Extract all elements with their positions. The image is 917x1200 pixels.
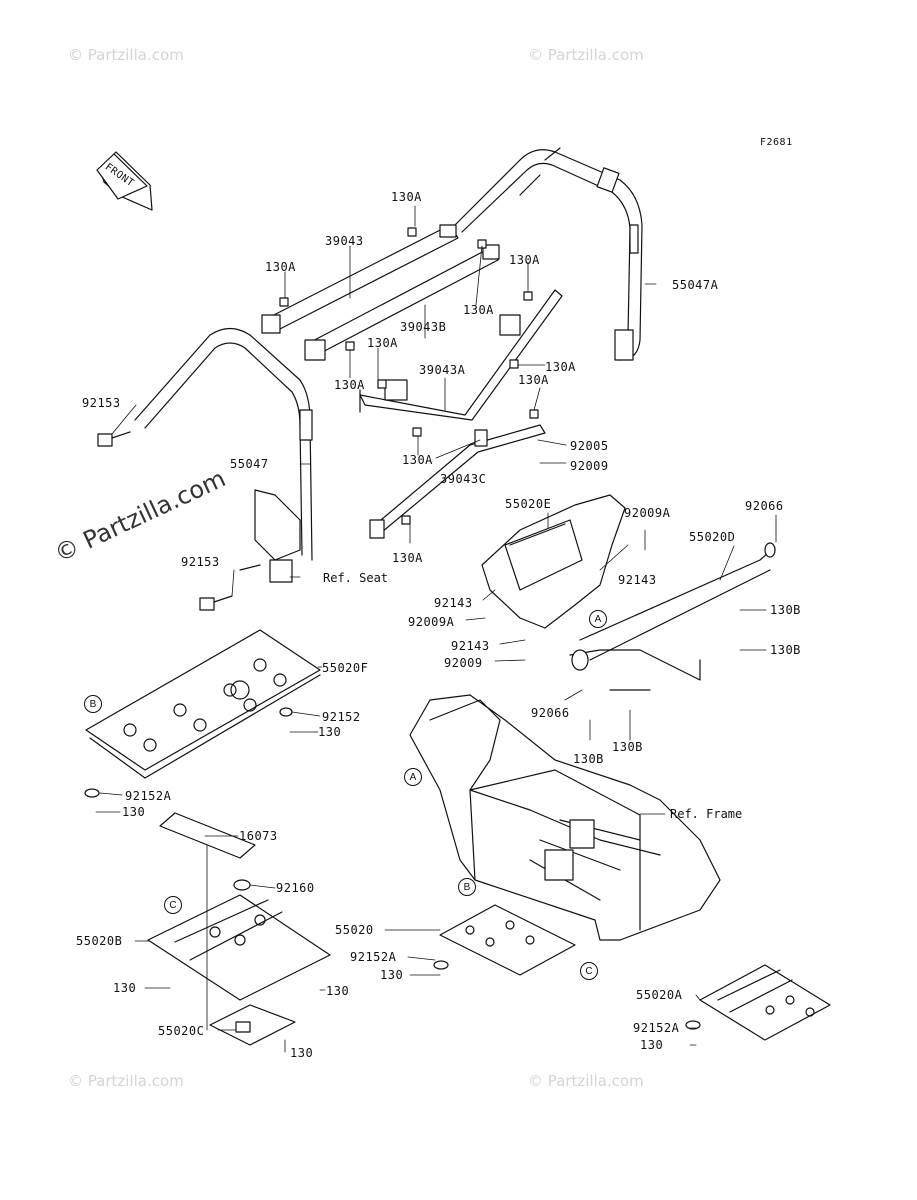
part-label: 130 [326,984,350,998]
rollbar-rear-55047A [454,147,643,361]
part-label: 92009 [570,459,609,473]
ref-frame-label: Ref. Frame [670,807,743,821]
watermark-bottom-right: © Partzilla.com [528,1072,644,1090]
washers [84,707,701,1030]
part-label: 16073 [239,829,278,843]
front-arrow-icon [96,151,153,211]
part-label: 130B [770,643,801,657]
part-label: 130A [391,190,422,204]
part-label: 92143 [451,639,490,653]
part-label: 130 [318,725,342,739]
plate-55020A [699,964,831,1041]
part-label: 130A [518,373,549,387]
seat-cover-55020E [481,494,626,629]
part-label: 92009A [624,506,671,520]
part-label: 39043A [419,363,466,377]
part-label: 55020 [335,923,374,937]
part-label: 92160 [276,881,315,895]
part-label: 130 [380,968,404,982]
strip-16073 [159,812,256,859]
callout-c: C [164,896,182,914]
part-label: 92005 [570,439,609,453]
part-label: 55020B [76,934,123,948]
part-label: 92152A [633,1021,680,1035]
part-label: 130A [545,360,576,374]
brace-39043A [359,289,563,421]
part-label: 92066 [531,706,570,720]
part-label: 92143 [618,573,657,587]
rollbar-front-55047 [134,327,313,583]
part-label: 130A [402,453,433,467]
part-label: 55020E [505,497,552,511]
part-label: 55047A [672,278,719,292]
part-label: 55020C [158,1024,205,1038]
skid-plate-55020F [85,629,321,779]
part-label: 130B [612,740,643,754]
callout-b: B [84,695,102,713]
part-label: 130A [509,253,540,267]
figure-code: F2681 [760,137,793,148]
plate-55020B [147,894,331,1001]
plate-55020 [439,904,576,976]
plate-55020C [209,1004,296,1046]
part-label: 92153 [82,396,121,410]
callout-c: C [580,962,598,980]
part-label: 130 [113,981,137,995]
part-label: 130A [392,551,423,565]
part-label: 55047 [230,457,269,471]
part-label: 130 [290,1046,314,1060]
part-label: 55020F [322,661,369,675]
bar-55020D [569,542,776,691]
part-label: 92143 [434,596,473,610]
main-frame [409,694,721,941]
part-label: 92153 [181,555,220,569]
part-label: 130B [770,603,801,617]
part-label: 39043 [325,234,364,248]
part-label: 130A [334,378,365,392]
crossbar-39043B [304,244,500,361]
part-label: 55020D [689,530,736,544]
brace-39043C [369,424,546,539]
part-label: 130 [122,805,146,819]
callout-a: A [404,768,422,786]
part-label: 130A [463,303,494,317]
bolt-92153-bottom [199,595,233,611]
callout-a: A [589,610,607,628]
bolts-130A [279,227,539,525]
watermark-top-right: © Partzilla.com [528,46,644,64]
callout-b: B [458,878,476,896]
part-label: 130B [573,752,604,766]
part-label: 130A [265,260,296,274]
part-label: 130A [367,336,398,350]
part-label: 55020A [636,988,683,1002]
part-label: 130 [640,1038,664,1052]
ref-seat-label: Ref. Seat [323,571,389,585]
watermark-bottom-left: © Partzilla.com [68,1072,184,1090]
part-label: 92152A [350,950,397,964]
part-label: 92009A [408,615,455,629]
part-label: 92152 [322,710,361,724]
leader-lines [95,205,777,1053]
part-label: 39043B [400,320,447,334]
watermark-top-left: © Partzilla.com [68,46,184,64]
part-label: 92009 [444,656,483,670]
part-label: 92152A [125,789,172,803]
part-label: 92066 [745,499,784,513]
crossbar-39043 [261,224,459,334]
part-label: 39043C [440,472,487,486]
bolt-92153-top [97,431,131,447]
